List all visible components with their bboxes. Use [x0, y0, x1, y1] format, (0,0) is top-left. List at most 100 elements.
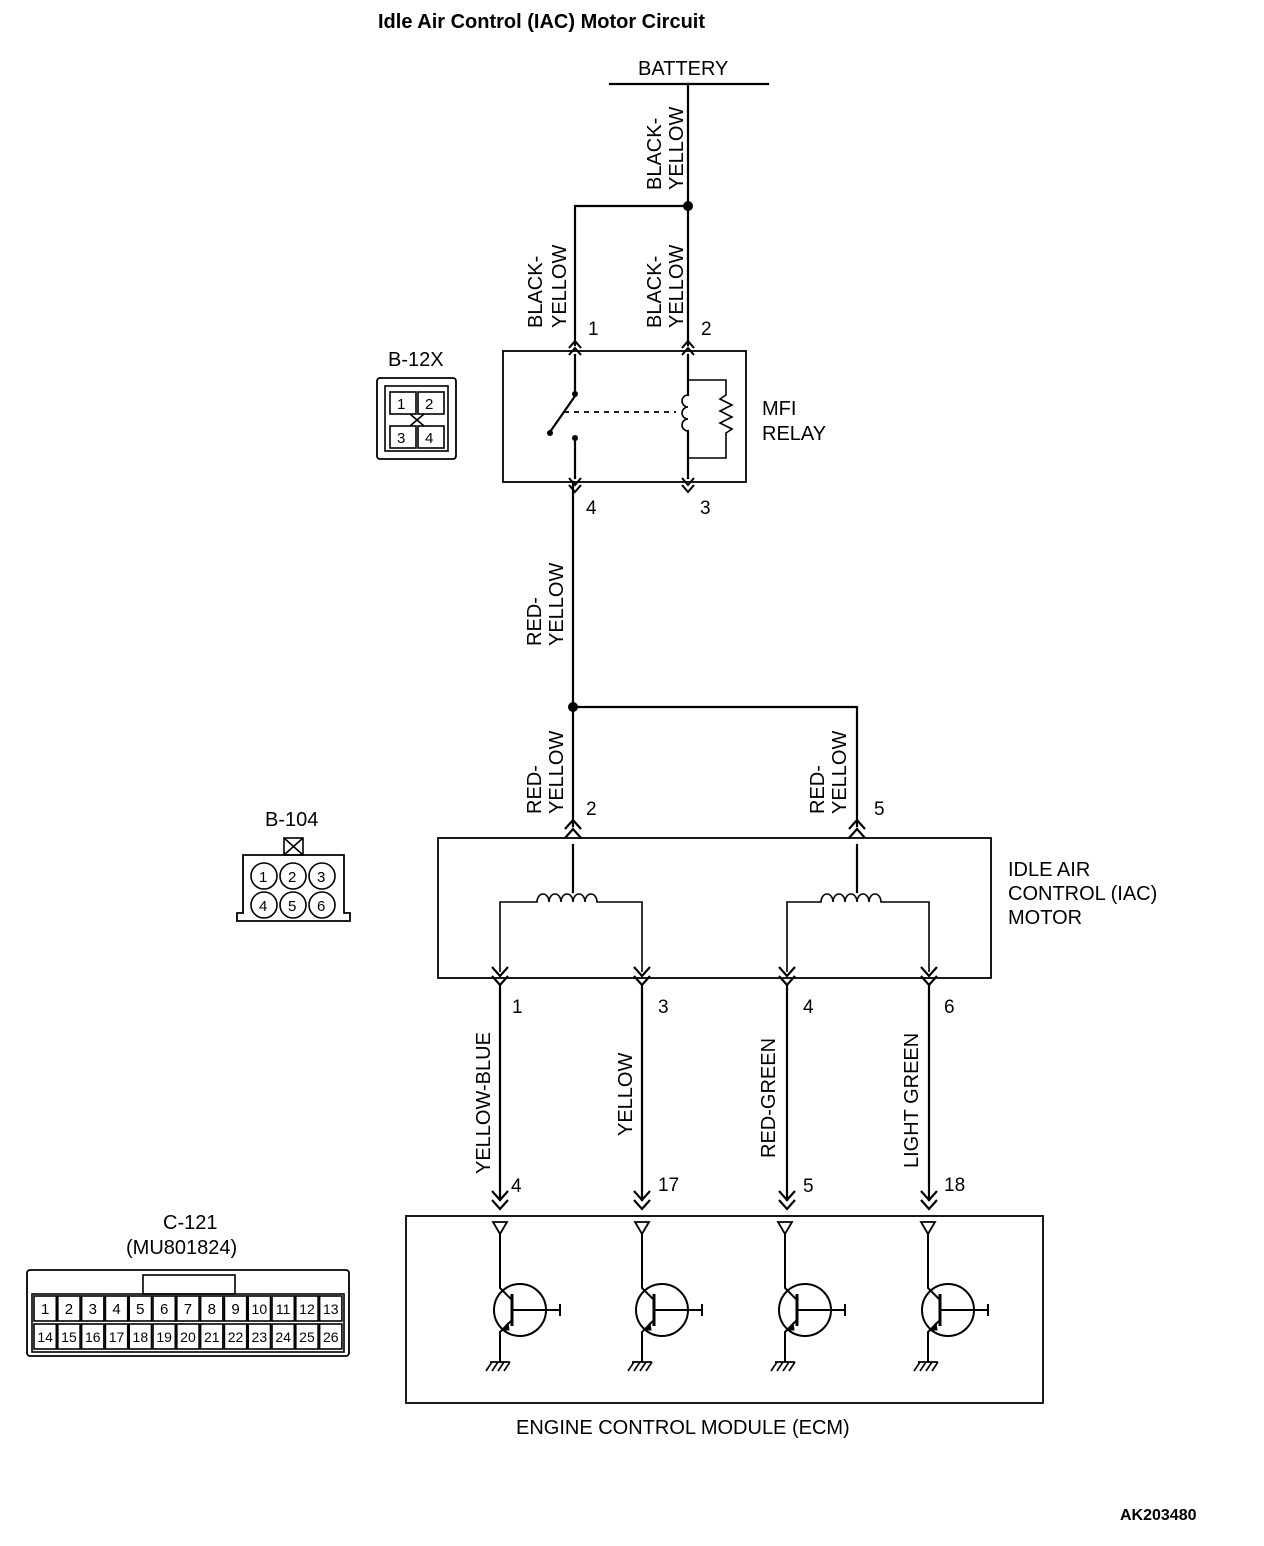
c121-cell-box	[33, 1323, 58, 1350]
diagram-title: Idle Air Control (IAC) Motor Circuit	[378, 11, 705, 33]
c121-cell-26: 26	[323, 1329, 339, 1345]
wire-label-relay-out-2: YELLOW	[546, 563, 568, 646]
c121-cell-3: 3	[89, 1301, 97, 1318]
mfi-relay: 1 2 4 3 MFI RELAY	[502, 319, 826, 519]
ecm-driver-transistor	[628, 1222, 702, 1371]
iac-pin-1: 1	[512, 997, 523, 1018]
relay-pin-1: 1	[588, 319, 599, 340]
c121-cell-box	[104, 1295, 129, 1322]
connector-b12x: B-12X 1 2 3 4	[376, 349, 457, 460]
c121-cell-9: 9	[231, 1301, 239, 1318]
ecm-driver-transistor	[771, 1222, 845, 1371]
c121-cell-box	[271, 1323, 296, 1350]
wire-label-relay-out-1: RED-	[524, 597, 546, 646]
iac-pin-4: 4	[803, 997, 814, 1018]
c121-cell-7: 7	[184, 1301, 192, 1318]
c121-cell-box	[56, 1295, 81, 1322]
c121-cell-14: 14	[37, 1329, 53, 1345]
iac-name-1: IDLE AIR	[1008, 859, 1090, 881]
iac-ecm-wires: YELLOW-BLUE YELLOW RED-GREEN LIGHT GREEN…	[473, 983, 965, 1211]
b12x-cell-4: 4	[425, 430, 433, 447]
c121-cell-24: 24	[275, 1329, 291, 1345]
ecm-pin-18: 18	[944, 1175, 965, 1196]
c121-cell-21: 21	[204, 1329, 220, 1345]
c121-cell-box	[80, 1295, 105, 1322]
wire-label-iac-pin5-2: YELLOW	[829, 731, 851, 814]
c121-cell-box	[152, 1295, 177, 1322]
ecm-pin-5: 5	[803, 1176, 814, 1197]
c121-cell-2: 2	[65, 1301, 73, 1318]
c121-cell-box	[176, 1323, 200, 1350]
b12x-cell-1: 1	[397, 396, 405, 413]
c121-cell-8: 8	[208, 1301, 216, 1318]
b104-cell-4: 4	[259, 898, 267, 915]
c121-cell-19: 19	[156, 1329, 172, 1345]
c121-cell-18: 18	[133, 1329, 149, 1345]
c121-cell-25: 25	[299, 1329, 315, 1345]
c121-cell-box	[294, 1295, 319, 1322]
b104-cell-2: 2	[288, 869, 296, 886]
relay-pin-2: 2	[701, 319, 712, 340]
b104-cell-1: 1	[259, 869, 267, 886]
wire-label-light-green: LIGHT GREEN	[901, 1033, 923, 1168]
b12x-cell-2: 2	[425, 396, 433, 413]
c121-cell-11: 11	[276, 1301, 291, 1317]
document-code: AK203480	[1120, 1507, 1197, 1524]
c121-cell-box	[294, 1323, 319, 1350]
wire-label-iac-pin2-1: RED-	[524, 765, 546, 814]
iac-motor: 2 5 1 3 4 6 IDLE AIR CONTROL (IAC) MOTOR	[437, 799, 1157, 1018]
c121-cell-box	[247, 1295, 272, 1322]
wire-label-red-green: RED-GREEN	[758, 1038, 780, 1158]
c121-cell-10: 10	[252, 1301, 268, 1317]
iac-name-3: MOTOR	[1008, 907, 1082, 929]
c121-cell-box	[223, 1323, 248, 1350]
c121-cell-23: 23	[252, 1329, 268, 1345]
battery-label: BATTERY	[638, 58, 728, 80]
c121-cell-6: 6	[160, 1301, 168, 1318]
c121-cell-box	[199, 1323, 224, 1350]
c121-cell-box	[128, 1295, 153, 1322]
wire-label-relay-pin1-2: YELLOW	[549, 245, 571, 328]
wire-label-battery-feed-1: BLACK-	[644, 118, 666, 190]
relay-name-2: RELAY	[762, 423, 826, 445]
c121-cell-box	[80, 1323, 105, 1350]
wire-label-relay-pin1-1: BLACK-	[525, 256, 547, 328]
wire-label-iac-pin5-1: RED-	[807, 765, 829, 814]
c121-cell-20: 20	[180, 1329, 196, 1345]
connector-b104: B-104 1 2 3 4 5 6	[236, 809, 351, 922]
ecm-driver-transistor	[914, 1222, 988, 1371]
connector-c121-label: C-121	[163, 1212, 217, 1234]
wire-label-battery-feed-2: YELLOW	[666, 107, 688, 190]
wire-label-relay-pin2-2: YELLOW	[666, 245, 688, 328]
relay-pin-4: 4	[586, 498, 597, 519]
c121-cell-15: 15	[61, 1329, 77, 1345]
c121-cell-box	[318, 1295, 343, 1322]
wire-label-yellow-blue: YELLOW-BLUE	[473, 1032, 495, 1174]
relay-name-1: MFI	[762, 398, 796, 420]
b104-cell-5: 5	[288, 898, 296, 915]
c121-cell-box	[56, 1323, 81, 1350]
b104-cell-3: 3	[317, 869, 325, 886]
c121-cell-16: 16	[85, 1329, 101, 1345]
relay-output-wire: RED- YELLOW RED- YELLOW RED- YELLOW	[524, 480, 859, 828]
wire-label-relay-pin2-1: BLACK-	[644, 256, 666, 328]
ecm-driver-transistor	[486, 1222, 560, 1371]
iac-pin-6: 6	[944, 997, 955, 1018]
connector-b12x-label: B-12X	[388, 349, 444, 371]
ecm-pin-17: 17	[658, 1175, 679, 1196]
c121-cell-box	[223, 1295, 248, 1322]
ecm-label: ENGINE CONTROL MODULE (ECM)	[516, 1417, 850, 1439]
c121-cell-1: 1	[41, 1301, 49, 1318]
c121-cell-box	[104, 1323, 129, 1350]
iac-pin-2: 2	[586, 799, 597, 820]
c121-cell-box	[271, 1295, 296, 1322]
ecm: ENGINE CONTROL MODULE (ECM)	[405, 1215, 1044, 1439]
c121-cell-22: 22	[228, 1329, 244, 1345]
c121-cell-13: 13	[323, 1301, 339, 1317]
connector-b104-label: B-104	[265, 809, 318, 831]
c121-cell-box	[176, 1295, 200, 1322]
